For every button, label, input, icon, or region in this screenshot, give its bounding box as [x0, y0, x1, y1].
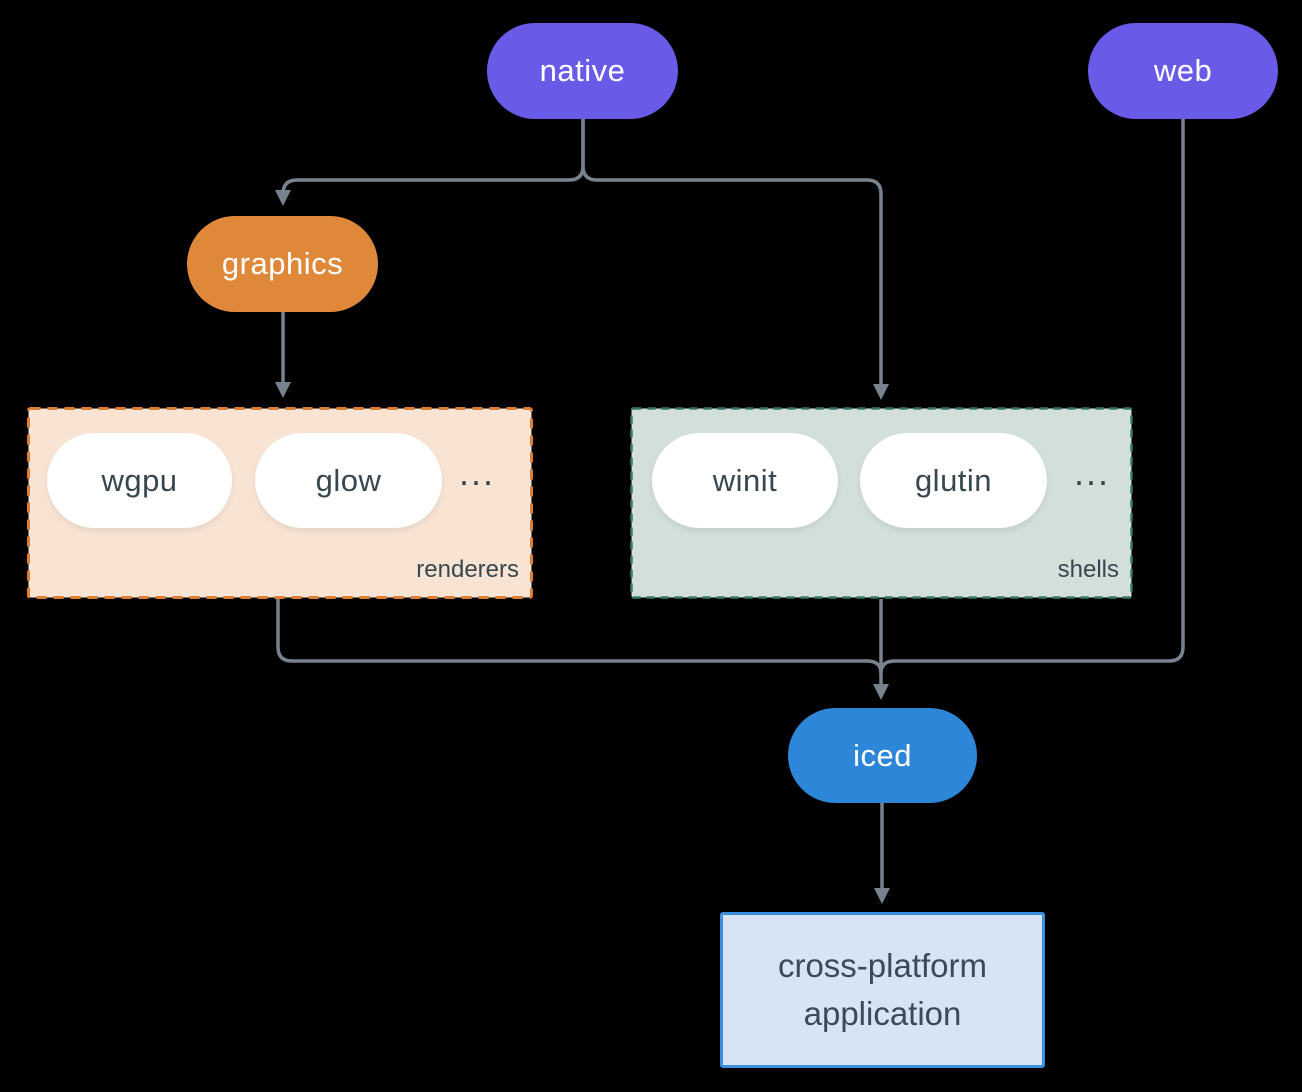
edge-native-graphics [275, 119, 585, 206]
node-graphics-label: graphics [221, 246, 344, 281]
shells-group-label: shells [1057, 556, 1119, 583]
edge-renderers-iced [276, 599, 883, 674]
node-glutin: glutin [860, 433, 1047, 528]
node-iced-label: iced [853, 737, 912, 773]
node-iced: iced [788, 708, 977, 803]
shells-ellipsis: ... [1074, 452, 1111, 493]
node-winit-label: winit [712, 462, 778, 498]
node-glutin-label: glutin [914, 462, 993, 498]
renderers-group-label: renderers [416, 556, 519, 583]
application-label-line1: cross-platform [777, 947, 988, 984]
node-native: native [487, 23, 678, 119]
node-web: web [1088, 23, 1278, 119]
node-wgpu-label: wgpu [101, 462, 178, 498]
node-glow-label: glow [315, 462, 382, 498]
node-cross-platform-application: cross-platform application [720, 912, 1045, 1068]
renderers-ellipsis: ... [459, 452, 496, 493]
edge-native-shells [581, 119, 889, 400]
node-glow: glow [255, 433, 442, 528]
application-label-line2: application [803, 995, 962, 1032]
node-wgpu: wgpu [47, 433, 232, 528]
node-graphics: graphics [187, 216, 378, 312]
node-web-label: web [1153, 53, 1213, 88]
node-native-label: native [539, 53, 626, 88]
node-winit: winit [652, 433, 838, 528]
